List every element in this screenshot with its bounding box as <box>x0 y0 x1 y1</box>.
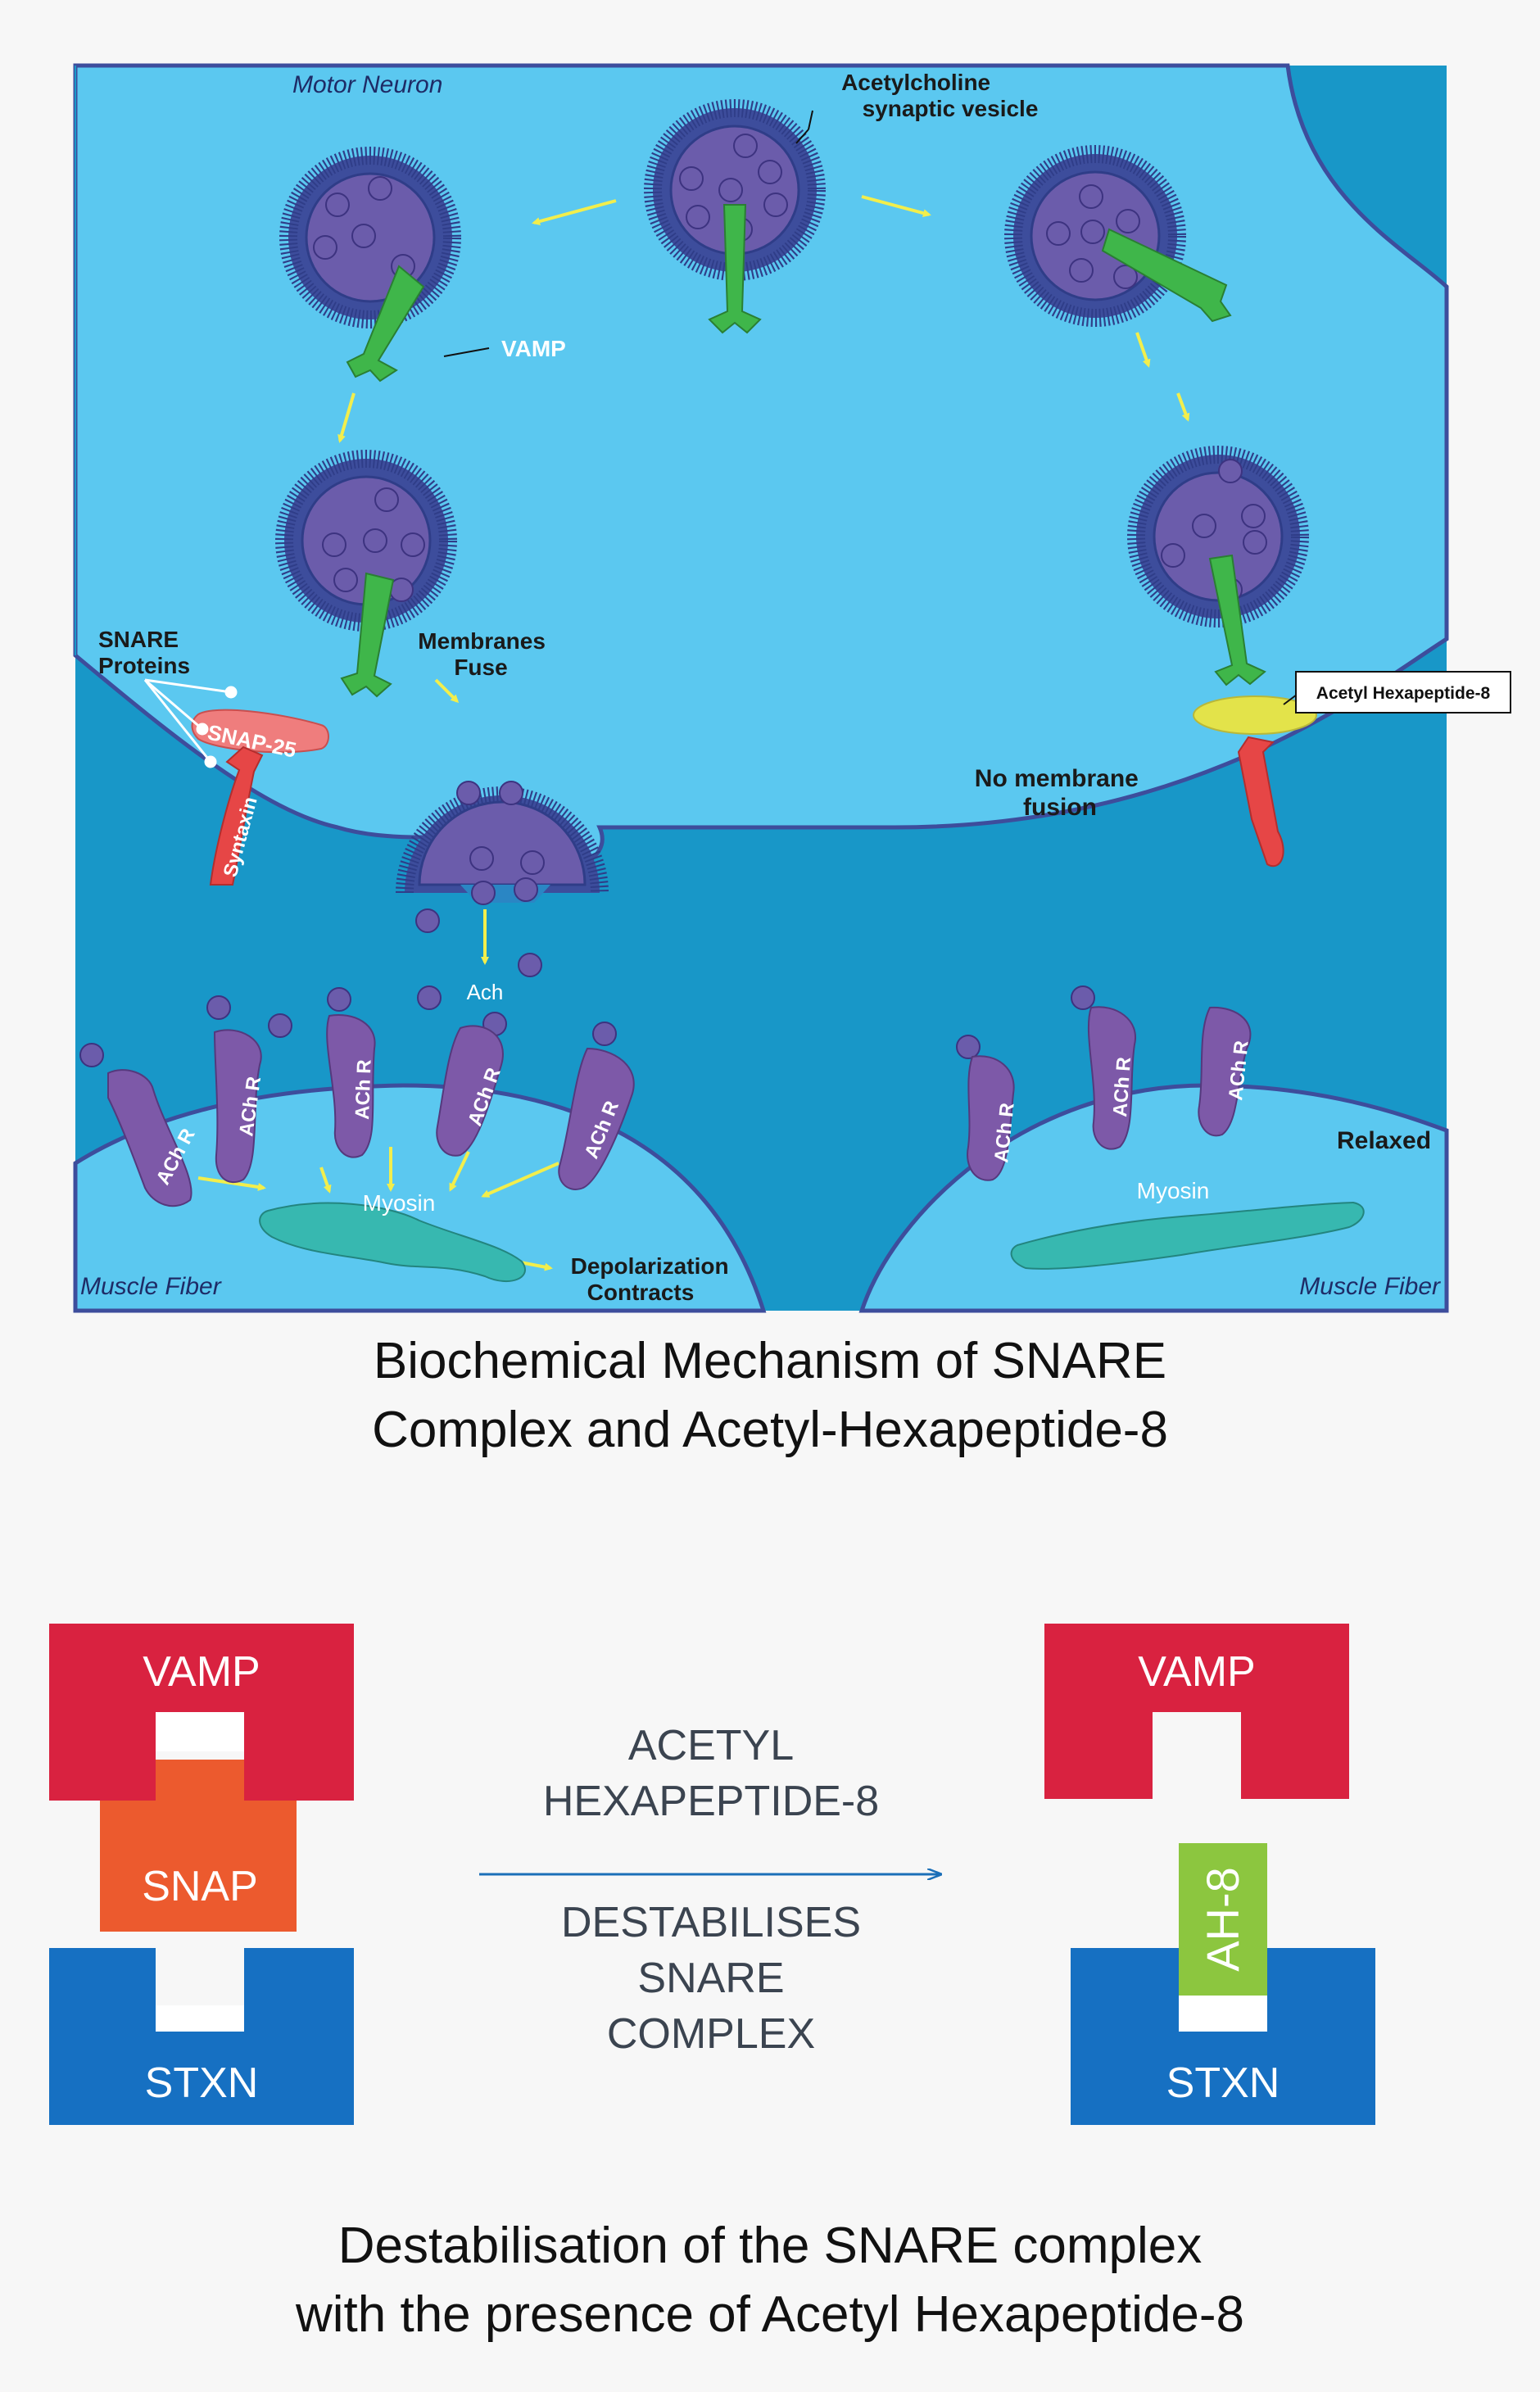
achr-label: ACh R <box>1109 1056 1135 1117</box>
motor-neuron-label: Motor Neuron <box>292 71 442 98</box>
snare-caption-line1: Destabilisation of the SNARE complex <box>337 2218 1203 2274</box>
snare-complex-destabilised: VAMP AH-8 STXN <box>1044 1624 1375 2125</box>
mechanism-caption-line1: Biochemical Mechanism of SNARE <box>373 1333 1167 1389</box>
snare-proteins-line1: SNARE <box>98 627 179 652</box>
snare-caption: Destabilisation of the SNARE complex wit… <box>0 2212 1540 2349</box>
snare-complex-intact: VAMP SNAP STXN <box>49 1624 354 2125</box>
snare-proteins-label: SNARE Proteins <box>98 627 190 678</box>
myosin-label-right: Myosin <box>1137 1178 1210 1203</box>
vamp-block-right <box>1044 1624 1349 1799</box>
middle-bottom-line1: DESTABILISES <box>561 1899 861 1946</box>
flow-arrows <box>197 195 1190 1271</box>
myosin-right <box>1010 1201 1365 1270</box>
mechanism-caption-line2: Complex and Acetyl-Hexapeptide-8 <box>372 1402 1168 1458</box>
depolarization-line2: Contracts <box>587 1280 695 1305</box>
snap-label: SNAP <box>142 1863 258 1910</box>
vamp-label-right: VAMP <box>1138 1648 1256 1696</box>
membranes-fuse-line2: Fuse <box>454 655 507 680</box>
achr-label: ACh R <box>351 1059 376 1120</box>
snare-proteins-line2: Proteins <box>98 653 190 678</box>
stxn-label-left: STXN <box>145 2059 259 2107</box>
ach-label: Ach <box>467 980 504 1004</box>
middle-top-line2: HEXAPEPTIDE-8 <box>543 1778 879 1825</box>
vamp-proteins <box>340 204 1266 698</box>
stxn-label-right: STXN <box>1166 2059 1280 2107</box>
no-fusion-line2: fusion <box>1023 794 1097 821</box>
acetyl-hexapeptide-label: Acetyl Hexapeptide-8 <box>1316 684 1491 703</box>
vesicle-label-line1: Acetylcholine <box>841 70 990 95</box>
acetylcholine-molecules <box>79 134 1267 1067</box>
mechanism-caption: Biochemical Mechanism of SNARE Complex a… <box>0 1327 1540 1465</box>
snare-complex-diagram: VAMP SNAP STXN ACETYL HEXAPEPTIDE-8 DEST… <box>0 1606 1540 2163</box>
vamp-label-left: VAMP <box>143 1648 260 1696</box>
no-fusion-label: No membrane fusion <box>975 765 1145 821</box>
depolarization-line1: Depolarization <box>571 1253 729 1279</box>
relaxed-label: Relaxed <box>1337 1127 1431 1154</box>
mechanism-text: ACETYL HEXAPEPTIDE-8 DESTABILISES SNARE … <box>543 1722 879 2058</box>
snap25-protein <box>191 709 329 754</box>
myosin-left <box>259 1202 526 1283</box>
ah8-block <box>1179 1843 1267 1996</box>
muscle-fiber-label-right: Muscle Fiber <box>1299 1273 1441 1300</box>
middle-bottom-line3: COMPLEX <box>607 2010 815 2058</box>
ach-receptors <box>107 1006 1252 1207</box>
vesicle-label-line2: synaptic vesicle <box>863 96 1039 121</box>
syntaxin-protein <box>209 745 264 886</box>
no-fusion-line1: No membrane <box>975 765 1139 792</box>
vamp-label: VAMP <box>501 336 566 361</box>
acetyl-hexapeptide-blob <box>1193 695 1317 735</box>
vesicle-right-lower <box>1127 446 1309 627</box>
stxn-block-left <box>49 1948 354 2125</box>
stxn-block-right <box>1071 1948 1375 2125</box>
membranes-fuse-line1: Membranes <box>418 628 546 654</box>
vesicle-label: Acetylcholine synaptic vesicle <box>841 70 1038 121</box>
acetyl-hexapeptide-label-box <box>1295 671 1511 714</box>
ah8-label: AH-8 <box>1197 1867 1248 1972</box>
muscle-fiber-label-left: Muscle Fiber <box>80 1273 222 1300</box>
snare-pointer-lines <box>143 678 238 768</box>
middle-top-line1: ACETYL <box>628 1722 794 1769</box>
membranes-fuse-label: Membranes Fuse <box>418 628 551 680</box>
syntaxin-protein-blocked <box>1237 736 1284 868</box>
middle-bottom-line2: SNARE <box>637 1955 784 2002</box>
myosin-label-left: Myosin <box>363 1190 436 1216</box>
depolarization-label: Depolarization Contracts <box>571 1253 736 1305</box>
snare-caption-line2: with the presence of Acetyl Hexapeptide-… <box>295 2286 1245 2343</box>
mechanism-diagram: Motor Neuron Acetylcholine synaptic vesi… <box>73 63 1511 1313</box>
